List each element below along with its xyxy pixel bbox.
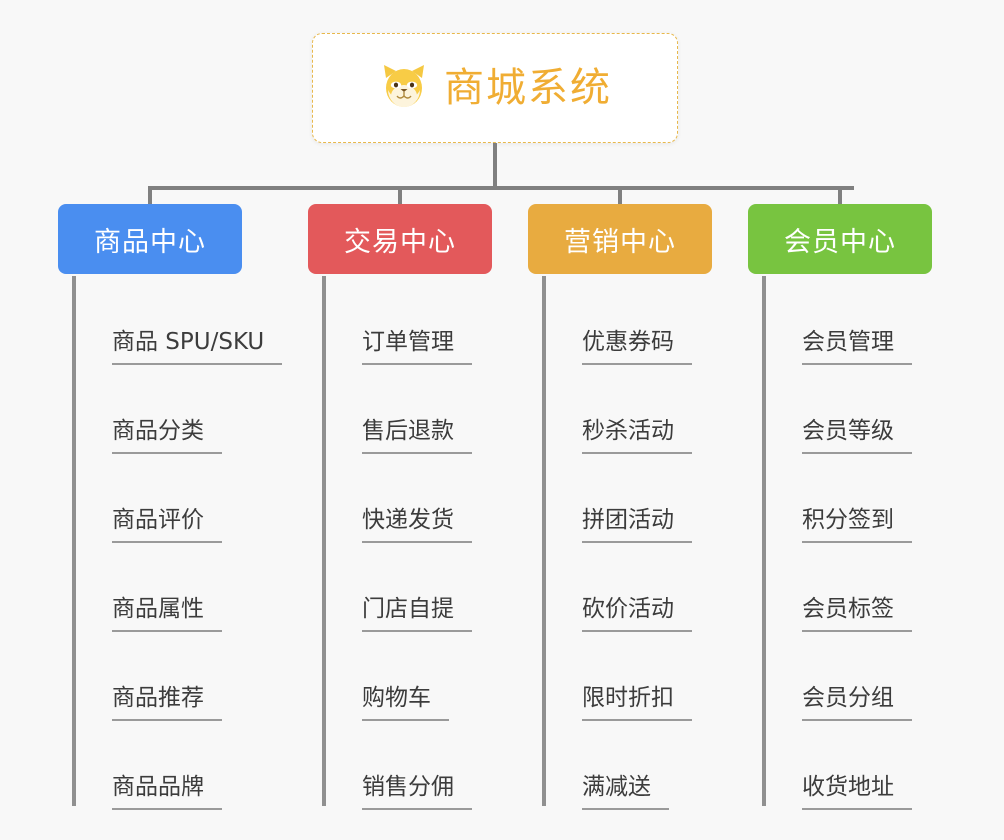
leaf-item-label: 商品推荐 [112, 685, 222, 721]
leaf-item-label: 秒杀活动 [582, 418, 692, 454]
root-title: 商城系统 [444, 65, 612, 111]
leaf-item-label: 商品品牌 [112, 774, 222, 810]
leaf-item[interactable]: 销售分佣 [322, 721, 472, 810]
leaf-item-label: 销售分佣 [362, 774, 472, 810]
leaf-item[interactable]: 会员标签 [762, 543, 912, 632]
leaf-item-label: 拼团活动 [582, 507, 692, 543]
leaf-item-label: 砍价活动 [582, 596, 692, 632]
leaf-item[interactable]: 收货地址 [762, 721, 912, 810]
leaf-item[interactable]: 商品 SPU/SKU [72, 276, 283, 365]
leaf-item-label: 积分签到 [802, 507, 912, 543]
root-node[interactable]: 商城系统 [312, 33, 678, 143]
leaf-item[interactable]: 商品品牌 [72, 721, 222, 810]
column-spine [542, 276, 546, 806]
connector-drop-branch-3 [838, 186, 842, 206]
leaf-item[interactable]: 会员管理 [762, 276, 912, 365]
leaf-item[interactable]: 售后退款 [322, 365, 472, 454]
leaf-item[interactable]: 会员等级 [762, 365, 912, 454]
leaf-item[interactable]: 购物车 [322, 632, 449, 721]
connector-drop-branch-1 [398, 186, 402, 206]
category-box-1[interactable]: 交易中心 [308, 204, 492, 274]
category-label: 营销中心 [564, 226, 676, 258]
leaf-item-label: 限时折扣 [582, 685, 692, 721]
leaf-item[interactable]: 限时折扣 [542, 632, 692, 721]
leaf-item[interactable]: 满减送 [542, 721, 669, 810]
leaf-item[interactable]: 商品属性 [72, 543, 222, 632]
leaf-item-label: 会员标签 [802, 596, 912, 632]
connector-drop-branch-2 [618, 186, 622, 206]
category-box-3[interactable]: 会员中心 [748, 204, 932, 274]
leaf-item-label: 门店自提 [362, 596, 472, 632]
connector-drop-branch-0 [148, 186, 152, 206]
connector-horizontal-bus [148, 186, 854, 190]
leaf-item-label: 商品分类 [112, 418, 222, 454]
leaf-item-label: 会员管理 [802, 329, 912, 365]
leaf-item-label: 会员等级 [802, 418, 912, 454]
category-box-0[interactable]: 商品中心 [58, 204, 242, 274]
leaf-item-label: 售后退款 [362, 418, 472, 454]
leaf-item-label: 快递发货 [362, 507, 472, 543]
leaf-item[interactable]: 快递发货 [322, 454, 472, 543]
leaf-item[interactable]: 会员分组 [762, 632, 912, 721]
leaf-item-label: 商品 SPU/SKU [112, 329, 283, 365]
leaf-item[interactable]: 秒杀活动 [542, 365, 692, 454]
column-spine [72, 276, 76, 806]
category-label: 商品中心 [94, 226, 206, 258]
leaf-item-label: 收货地址 [802, 774, 912, 810]
leaf-item[interactable]: 订单管理 [322, 276, 472, 365]
leaf-item-label: 商品属性 [112, 596, 222, 632]
leaf-item[interactable]: 拼团活动 [542, 454, 692, 543]
leaf-item[interactable]: 商品推荐 [72, 632, 222, 721]
leaf-item-label: 商品评价 [112, 507, 222, 543]
leaf-item[interactable]: 积分签到 [762, 454, 912, 543]
leaf-item-label: 会员分组 [802, 685, 912, 721]
leaf-item-label: 购物车 [362, 685, 449, 721]
connector-root-stem [493, 143, 497, 189]
leaf-item[interactable]: 商品分类 [72, 365, 222, 454]
leaf-item[interactable]: 砍价活动 [542, 543, 692, 632]
column-spine [762, 276, 766, 806]
leaf-item[interactable]: 优惠券码 [542, 276, 692, 365]
category-label: 交易中心 [344, 226, 456, 258]
category-box-2[interactable]: 营销中心 [528, 204, 712, 274]
leaf-item[interactable]: 门店自提 [322, 543, 472, 632]
leaf-item[interactable]: 商品评价 [72, 454, 222, 543]
column-spine [322, 276, 326, 806]
shiba-dog-icon [378, 62, 430, 114]
leaf-item-label: 优惠券码 [582, 329, 692, 365]
leaf-item-label: 满减送 [582, 774, 669, 810]
leaf-item-label: 订单管理 [362, 329, 472, 365]
category-label: 会员中心 [784, 226, 896, 258]
